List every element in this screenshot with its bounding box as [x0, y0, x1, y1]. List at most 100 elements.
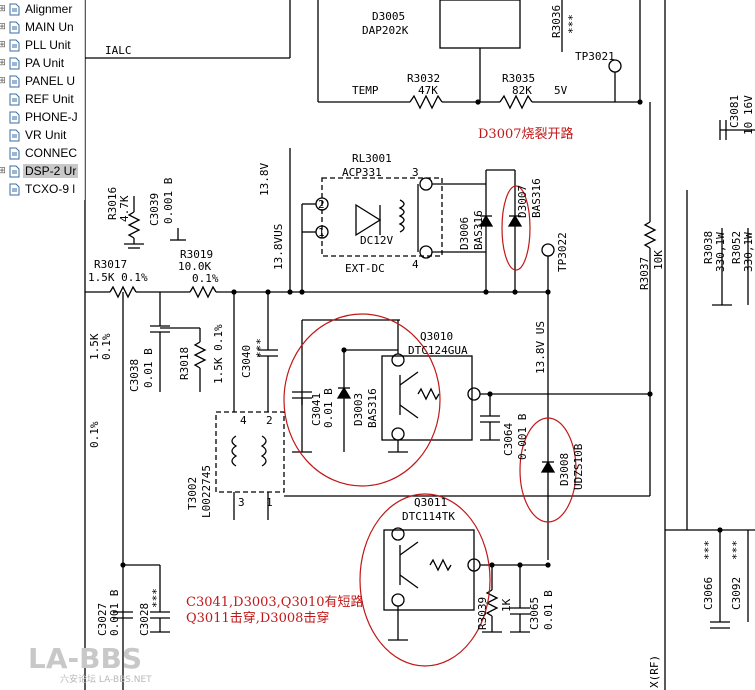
label-r3036: R3036: [550, 5, 563, 38]
label-c3092: C3092: [730, 577, 743, 610]
label-r3019: R3019: [180, 248, 213, 261]
label-t-pin4: 4: [240, 414, 247, 427]
label-relay-pin4: 4: [412, 258, 419, 271]
page-icon: [9, 3, 20, 15]
highlight-q3010: [283, 313, 441, 487]
label-rl3001: RL3001: [352, 152, 392, 165]
label-d3008: D3008: [558, 453, 571, 486]
tree-item-label: CONNEC: [25, 146, 78, 160]
label-d3006-val: BAS316: [472, 210, 485, 250]
label-q3011: Q3011: [414, 496, 447, 509]
label-c3039: C3039: [148, 193, 161, 226]
label-c3064-val: 0.001 B: [516, 413, 529, 460]
label-t3002-val: L0022745: [200, 465, 213, 518]
label-r3032: R3032: [407, 72, 440, 85]
page-icon: [9, 165, 20, 177]
label-acp331: ACP331: [342, 166, 382, 179]
tree-item-pa-unit[interactable]: ⊞ PA Unit: [0, 54, 84, 72]
label-r3017: R3017: [94, 258, 127, 271]
label-t3002: T3002: [186, 477, 199, 510]
label-r3039-val: 1K: [500, 598, 513, 612]
watermark-logo: LA-BBS: [28, 642, 142, 675]
page-icon: [9, 183, 20, 195]
label-relay-pin2: 2: [318, 198, 325, 211]
tree-item-alignment[interactable]: ⊞ Alignmer: [0, 0, 84, 18]
expand-icon[interactable]: ⊞: [0, 58, 7, 68]
label-x-rf: X(RF): [648, 655, 661, 688]
expand-icon[interactable]: ⊞: [0, 40, 7, 50]
label-r3036-val: ***: [566, 14, 579, 34]
page-icon: [9, 93, 20, 105]
page-icon: [9, 21, 20, 33]
expand-icon[interactable]: ⊞: [0, 4, 7, 14]
label-left-res-val: 1.5K: [88, 333, 101, 360]
label-d3003: D3003: [352, 393, 365, 426]
tree-item-pll-unit[interactable]: ⊞ PLL Unit: [0, 36, 84, 54]
tree-item-panel-unit[interactable]: ⊞ PANEL U: [0, 72, 84, 90]
label-c3028: C3028: [138, 603, 151, 636]
label-c3066-val: ***: [702, 540, 715, 560]
tree-item-main-unit[interactable]: ⊞ MAIN Un: [0, 18, 84, 36]
label-r3019-tol: 0.1%: [192, 272, 219, 285]
label-d3005: D3005: [372, 10, 405, 23]
label-temp: TEMP: [352, 84, 379, 97]
tree-item-ref-unit[interactable]: REF Unit: [0, 90, 84, 108]
label-tp3022: TP3022: [556, 232, 569, 272]
tree-item-label: DSP-2 Ur: [23, 164, 79, 178]
label-c3064: C3064: [502, 423, 515, 456]
label-q3010-val: DTC124GUA: [408, 344, 468, 357]
tree-item-connector[interactable]: CONNEC: [0, 144, 84, 162]
tree-item-phone-jack[interactable]: PHONE-J: [0, 108, 84, 126]
label-r3037-val: 10K: [652, 250, 665, 270]
tree-item-label: PLL Unit: [25, 38, 71, 52]
tree-item-label: MAIN Un: [25, 20, 74, 34]
label-r3052-val: 330,1W: [742, 232, 755, 272]
label-r3018: R3018: [178, 347, 191, 380]
page-icon: [9, 75, 20, 87]
tree-item-label: PA Unit: [25, 56, 65, 70]
label-r3035-val: 82K: [512, 84, 532, 97]
expand-icon[interactable]: ⊞: [0, 76, 7, 86]
expand-icon[interactable]: ⊞: [0, 166, 7, 176]
label-r3037: R3037: [638, 257, 651, 290]
tree-item-tcxo-unit[interactable]: TCXO-9 l: [0, 180, 84, 198]
label-r3018-val: 1.5K 0.1%: [212, 324, 225, 384]
label-c3041: C3041: [310, 393, 323, 426]
label-13-8vus: 13.8VUS: [272, 224, 285, 270]
label-ialc: IALC: [105, 44, 132, 57]
label-c3065-val: 0.01 B: [542, 590, 555, 630]
label-d3003-val: BAS316: [366, 388, 379, 428]
label-c3038-val: 0.01 B: [142, 348, 155, 388]
highlight-q3011: [359, 493, 491, 667]
label-left-res-tol: 0.1%: [100, 333, 113, 360]
expand-icon: [0, 130, 7, 140]
label-c3027-val: 0.001 B: [108, 589, 121, 636]
tree-item-label: PANEL U: [25, 74, 76, 88]
tree-item-vr-unit[interactable]: VR Unit: [0, 126, 84, 144]
expand-icon[interactable]: ⊞: [0, 22, 7, 32]
label-r3038: R3038: [702, 231, 715, 264]
label-t-pin2: 2: [266, 414, 273, 427]
label-left-tol2: 0.1%: [88, 421, 101, 448]
label-c3041-val: 0.01 B: [322, 388, 335, 428]
label-d3006: D3006: [458, 217, 471, 250]
page-icon: [9, 39, 20, 51]
label-d3008-val: UDZS10B: [572, 443, 585, 490]
highlight-d3008: [519, 417, 577, 523]
expand-icon: [0, 148, 7, 158]
label-d3007: D3007: [516, 185, 529, 218]
label-13-8v: 13.8V: [258, 163, 271, 196]
label-c3027: C3027: [96, 603, 109, 636]
label-dap202k: DAP202K: [362, 24, 409, 37]
label-r3052: R3052: [730, 231, 743, 264]
label-r3016-val: 4.7K: [118, 195, 131, 222]
label-r3035: R3035: [502, 72, 535, 85]
label-c3040-val: ***: [254, 338, 267, 358]
label-dc12v: DC12V: [360, 234, 393, 247]
tree-item-label: VR Unit: [25, 128, 67, 142]
page-icon: [9, 57, 20, 69]
tree-item-dsp2-unit[interactable]: ⊞ DSP-2 Ur: [0, 162, 84, 180]
label-r3039: R3039: [476, 597, 489, 630]
file-tree-panel: ⊞ Alignmer ⊞ MAIN Un ⊞ PLL Unit ⊞ PA Uni…: [0, 0, 85, 200]
